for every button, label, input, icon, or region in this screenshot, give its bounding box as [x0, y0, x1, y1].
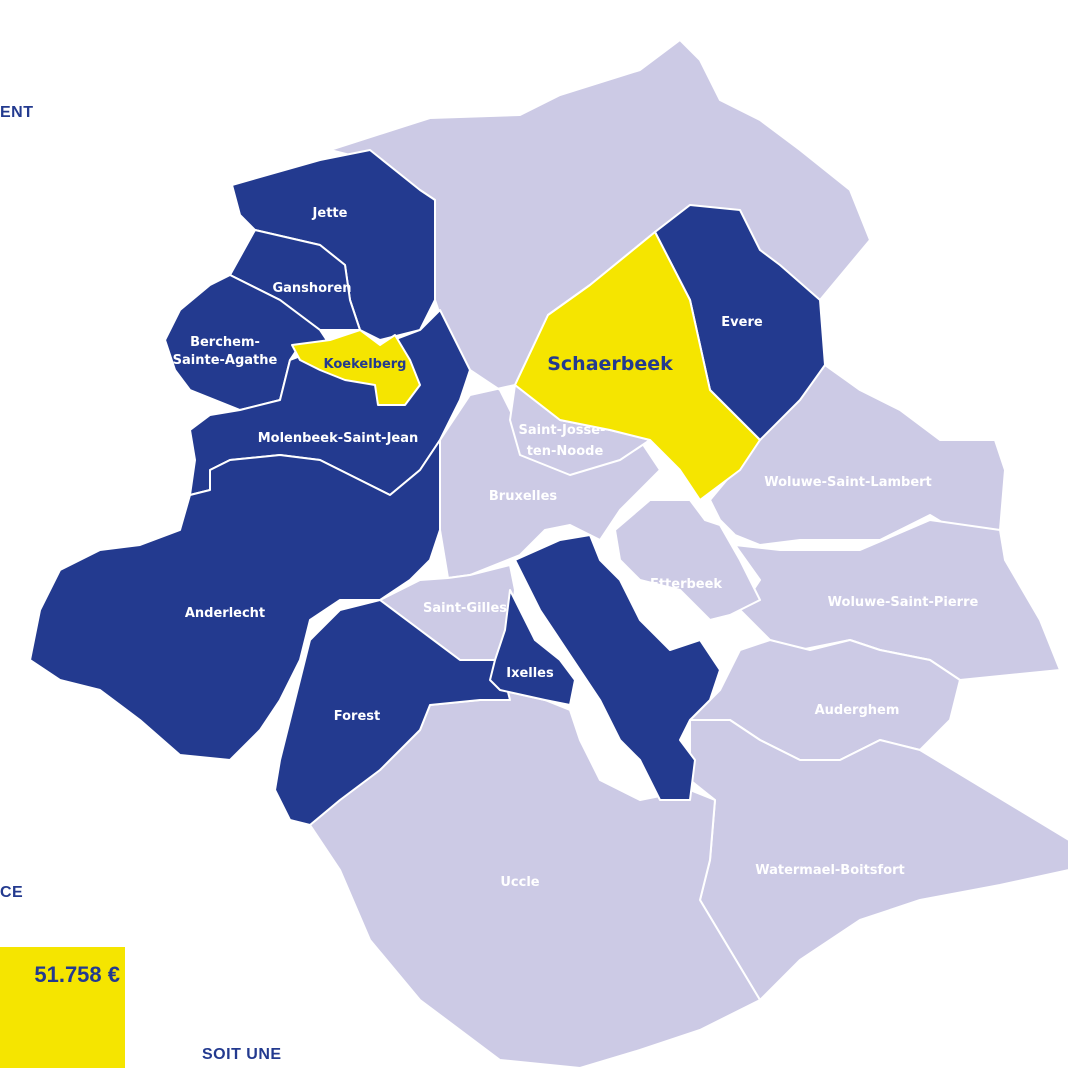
label-ixelles: Ixelles: [506, 666, 554, 681]
side-text-top: ENT: [0, 104, 34, 121]
region-etterbeek[interactable]: [614, 499, 761, 621]
label-koekelberg: Koekelberg: [323, 357, 406, 372]
region-schaerbeek[interactable]: [514, 231, 761, 501]
label-woluwe-saint-lambert: Woluwe-Saint-Lambert: [764, 475, 932, 490]
label-etterbeek: Etterbeek: [650, 577, 722, 592]
region-ixelles[interactable]: [489, 589, 576, 706]
label-schaerbeek: Schaerbeek: [547, 353, 673, 375]
amount-value: 51.758 €: [34, 962, 120, 987]
label-woluwe-saint-pierre: Woluwe-Saint-Pierre: [828, 595, 979, 610]
label-saint-josse: Saint-Josse-: [519, 423, 606, 438]
label-molenbeek: Molenbeek-Saint-Jean: [258, 431, 419, 446]
label-saint-josse-2: ten-Noode: [527, 444, 604, 459]
side-text-middle: CE: [0, 884, 24, 901]
amount-highlight-box: [0, 947, 125, 1068]
label-berchem-2: Sainte-Agathe: [173, 353, 278, 368]
label-ganshoren: Ganshoren: [272, 281, 351, 296]
label-uccle: Uccle: [500, 875, 539, 890]
side-text-bottom: SOIT UNE: [202, 1046, 282, 1063]
label-auderghem: Auderghem: [815, 703, 900, 718]
label-jette: Jette: [312, 206, 348, 221]
label-saint-gilles: Saint-Gilles: [423, 601, 507, 616]
region-anderlecht[interactable]: [29, 439, 441, 761]
region-ixelles-east[interactable]: [514, 534, 721, 801]
label-bruxelles: Bruxelles: [489, 489, 558, 504]
region-watermael-boitsfort[interactable]: [689, 719, 1069, 1001]
label-watermael-boitsfort: Watermael-Boitsfort: [755, 863, 905, 878]
label-forest: Forest: [334, 709, 380, 724]
label-berchem: Berchem-: [190, 335, 260, 350]
region-woluwe-saint-lambert[interactable]: [709, 364, 1006, 546]
label-evere: Evere: [721, 315, 763, 330]
label-anderlecht: Anderlecht: [185, 606, 265, 621]
region-koekelberg[interactable]: [291, 329, 421, 406]
